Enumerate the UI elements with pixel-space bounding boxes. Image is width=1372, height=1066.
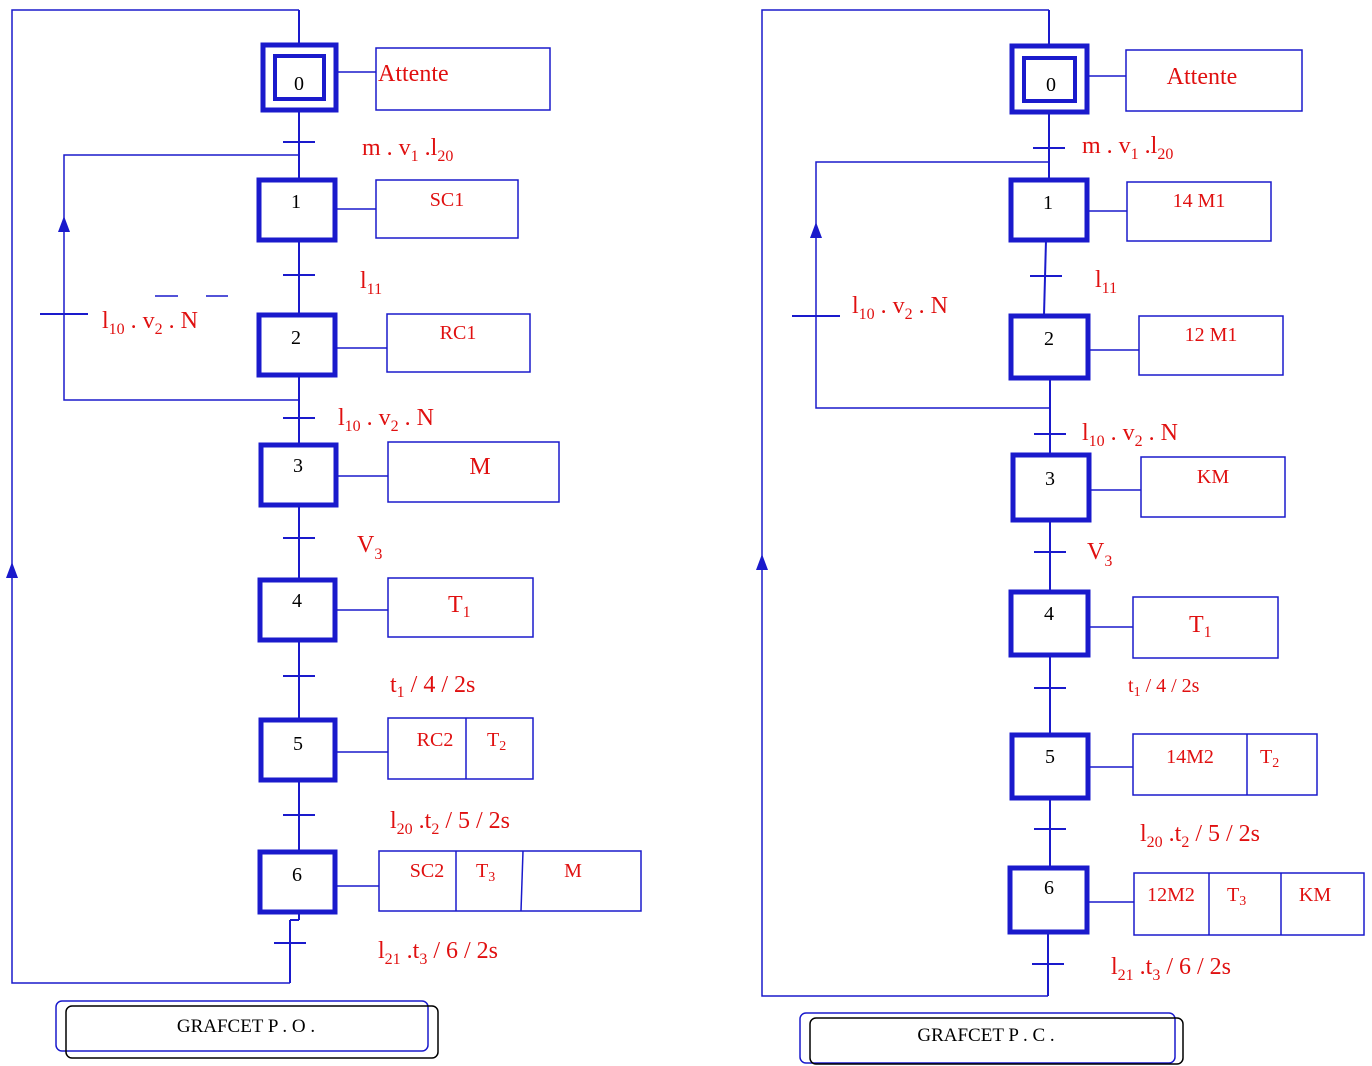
action-box	[387, 577, 534, 638]
action-box	[386, 313, 531, 373]
action-label: T3	[1227, 884, 1246, 909]
step-number: 3	[293, 455, 303, 477]
transition-condition: V3	[1087, 539, 1112, 570]
action-box	[375, 47, 551, 111]
step-number: 1	[291, 191, 301, 213]
transition-condition: l10 . v2 . N	[338, 405, 434, 435]
step-number: 5	[293, 733, 303, 755]
title-frame-outer	[55, 1000, 429, 1052]
step-number: 4	[292, 590, 302, 612]
title-frame-outer	[799, 1012, 1176, 1064]
action-label: SC1	[430, 189, 464, 211]
transition-condition: m . v1 .l20	[362, 135, 453, 165]
action-box	[1132, 733, 1318, 796]
step-number: 1	[1043, 192, 1053, 214]
step-number: 2	[291, 327, 301, 349]
action-box	[1133, 872, 1365, 936]
action-label: T3	[476, 860, 495, 885]
transition-condition: m . v1 .l20	[1082, 133, 1173, 163]
loop-back-line	[815, 161, 1050, 409]
step-number: 0	[1046, 74, 1056, 96]
action-label: 14 M1	[1173, 190, 1226, 212]
step-box	[1008, 177, 1090, 243]
step-box	[256, 312, 338, 378]
transition-condition: l10 . v2 . N	[1082, 420, 1178, 450]
step-box	[256, 177, 338, 243]
action-label: RC2	[417, 729, 454, 751]
action-label: T2	[1260, 746, 1279, 771]
step-number: 0	[294, 73, 304, 95]
action-label: 14M2	[1166, 746, 1214, 768]
action-box	[1132, 596, 1279, 659]
return-loop-line	[761, 9, 1049, 997]
action-box	[378, 850, 642, 912]
grafcet-title: GRAFCET P . C .	[917, 1025, 1054, 1046]
transition-condition: l10 . v2 . N	[102, 308, 198, 338]
action-box	[1138, 315, 1284, 376]
arrow-up-icon	[756, 554, 768, 570]
transition-condition: l20 .t2 / 5 / 2s	[1140, 821, 1260, 851]
transition-condition: V3	[357, 532, 382, 563]
step-box	[258, 442, 339, 508]
step-box	[257, 577, 338, 643]
action-label: T2	[487, 729, 506, 754]
transition-condition: t1 / 4 / 2s	[1128, 675, 1200, 700]
action-divider	[520, 850, 524, 912]
action-box	[1125, 49, 1303, 112]
action-label: T1	[1189, 612, 1212, 641]
grafcet-title: GRAFCET P . O .	[177, 1016, 315, 1037]
grafcet-po: 0 Attente 1 SC1 2 RC1 3 M 4 T1 5 RC2	[6, 9, 642, 1059]
title-frame-inner	[65, 1005, 439, 1059]
action-box	[387, 441, 560, 503]
action-box	[375, 179, 519, 239]
transition-condition: t1 / 4 / 2s	[390, 672, 475, 701]
action-box	[1140, 456, 1286, 518]
step-box	[1007, 865, 1090, 935]
action-label: Attente	[1167, 64, 1238, 90]
step-box	[1010, 452, 1092, 523]
action-box	[1126, 181, 1272, 242]
transition-condition: l20 .t2 / 5 / 2s	[390, 808, 510, 838]
transition-condition: l11	[360, 268, 382, 298]
title-frame-inner	[809, 1017, 1184, 1065]
step-number: 5	[1045, 746, 1055, 768]
step-number: 2	[1044, 328, 1054, 350]
step-number: 3	[1045, 468, 1055, 490]
action-label: 12M2	[1147, 884, 1195, 906]
initial-step-inner-box	[1022, 56, 1077, 103]
action-label: M	[564, 860, 582, 882]
arrow-up-icon	[6, 562, 18, 578]
transition-condition: l21 .t3 / 6 / 2s	[1111, 954, 1231, 984]
step-box	[1008, 313, 1091, 381]
action-label: RC1	[440, 322, 477, 344]
transition-condition: l10 . v2 . N	[852, 293, 948, 323]
action-box	[387, 717, 534, 780]
transition-condition: l21 .t3 / 6 / 2s	[378, 938, 498, 968]
transition-condition: l11	[1095, 267, 1117, 297]
step-box	[1008, 589, 1091, 658]
step-box	[257, 849, 338, 915]
action-label: T1	[448, 592, 471, 621]
action-label: SC2	[410, 860, 444, 882]
step-box	[258, 717, 338, 783]
action-label: 12 M1	[1185, 324, 1238, 346]
grafcet-pc: 0 Attente 1 14 M1 2 12 M1 3 KM 4 T1 5	[756, 9, 1365, 1065]
step-number: 6	[1044, 877, 1054, 899]
action-label: M	[469, 454, 490, 480]
action-label: KM	[1299, 884, 1331, 906]
return-loop-line	[11, 9, 299, 984]
action-label: Attente	[378, 61, 449, 87]
initial-step-inner-box	[273, 54, 326, 101]
link-line	[1043, 239, 1047, 316]
step-number: 6	[292, 864, 302, 886]
arrow-up-icon	[810, 222, 822, 238]
step-number: 4	[1044, 603, 1054, 625]
loop-back-line	[63, 154, 299, 401]
arrow-up-icon	[58, 216, 70, 232]
action-label: KM	[1197, 466, 1229, 488]
